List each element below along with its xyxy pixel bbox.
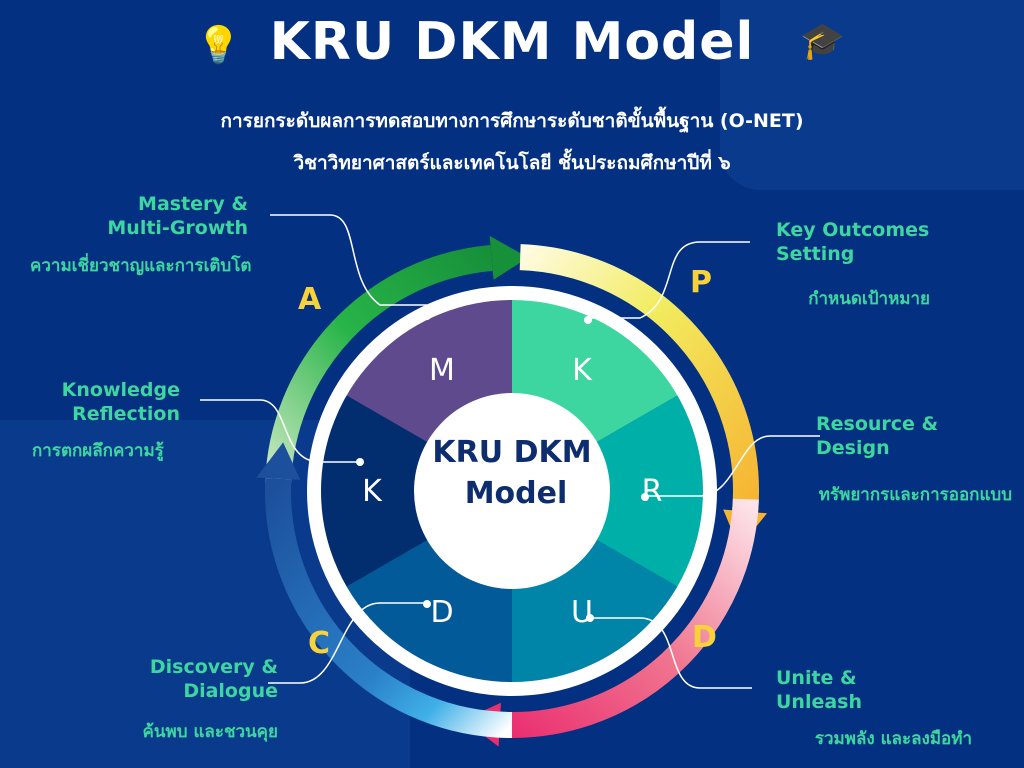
segment-letter: K — [572, 353, 593, 388]
segment-letter: D — [430, 595, 453, 630]
arrow-a — [265, 244, 493, 484]
subtitle-line1: การยกระดับผลการทดสอบทางการศึกษาระดับชาติ… — [220, 110, 804, 132]
label-unite-th: รวมพลัง และลงมือทำ — [814, 729, 972, 749]
center-circle — [414, 393, 610, 589]
label-discovery-th: ค้นพบ และชวนคุย — [142, 722, 278, 742]
segment-letter: U — [571, 595, 593, 630]
label-unite: Unite &Unleash — [776, 667, 863, 713]
arrow-d — [499, 498, 759, 738]
label-discovery: Discovery &Dialogue — [149, 656, 278, 702]
arrow-letter-c: C — [308, 626, 331, 661]
arrow-letter-d: D — [692, 620, 717, 655]
label-mastery-th: ความเชี่ยวชาญและการเติบโต — [30, 256, 252, 276]
bg-shape — [720, 0, 1024, 190]
label-key-outcomes-th: กำหนดเป้าหมาย — [808, 289, 930, 309]
subtitle-line2: วิชาวิทยาศาสตร์และเทคโนโลยี ชั้นประถมศึก… — [293, 152, 731, 174]
label-resource: Resource &Design — [816, 413, 939, 459]
segment-letter: R — [642, 474, 663, 509]
lightbulb-icon: 💡 — [196, 25, 241, 66]
arrow-letter-a: A — [298, 282, 322, 317]
arrow-c-head — [256, 442, 301, 480]
label-resource-th: ทรัพยากรและการออกแบบ — [818, 485, 1012, 505]
label-mastery: Mastery &Multi-Growth — [107, 193, 248, 239]
arrow-letter-p: P — [690, 265, 712, 300]
center-title-line2: Model — [465, 476, 568, 511]
outer-ring — [307, 286, 717, 696]
graduation-cap-icon: 🎓 — [800, 21, 845, 62]
segment-letter: K — [362, 474, 383, 509]
arrow-c — [265, 478, 513, 738]
arrow-a-head — [489, 235, 529, 280]
center-title-line1: KRU DKM — [432, 435, 591, 470]
page-title: KRU DKM Model — [269, 12, 755, 72]
segment-letter: M — [429, 353, 455, 388]
label-knowledge-th: การตกผลึกความรู้ — [32, 441, 164, 461]
